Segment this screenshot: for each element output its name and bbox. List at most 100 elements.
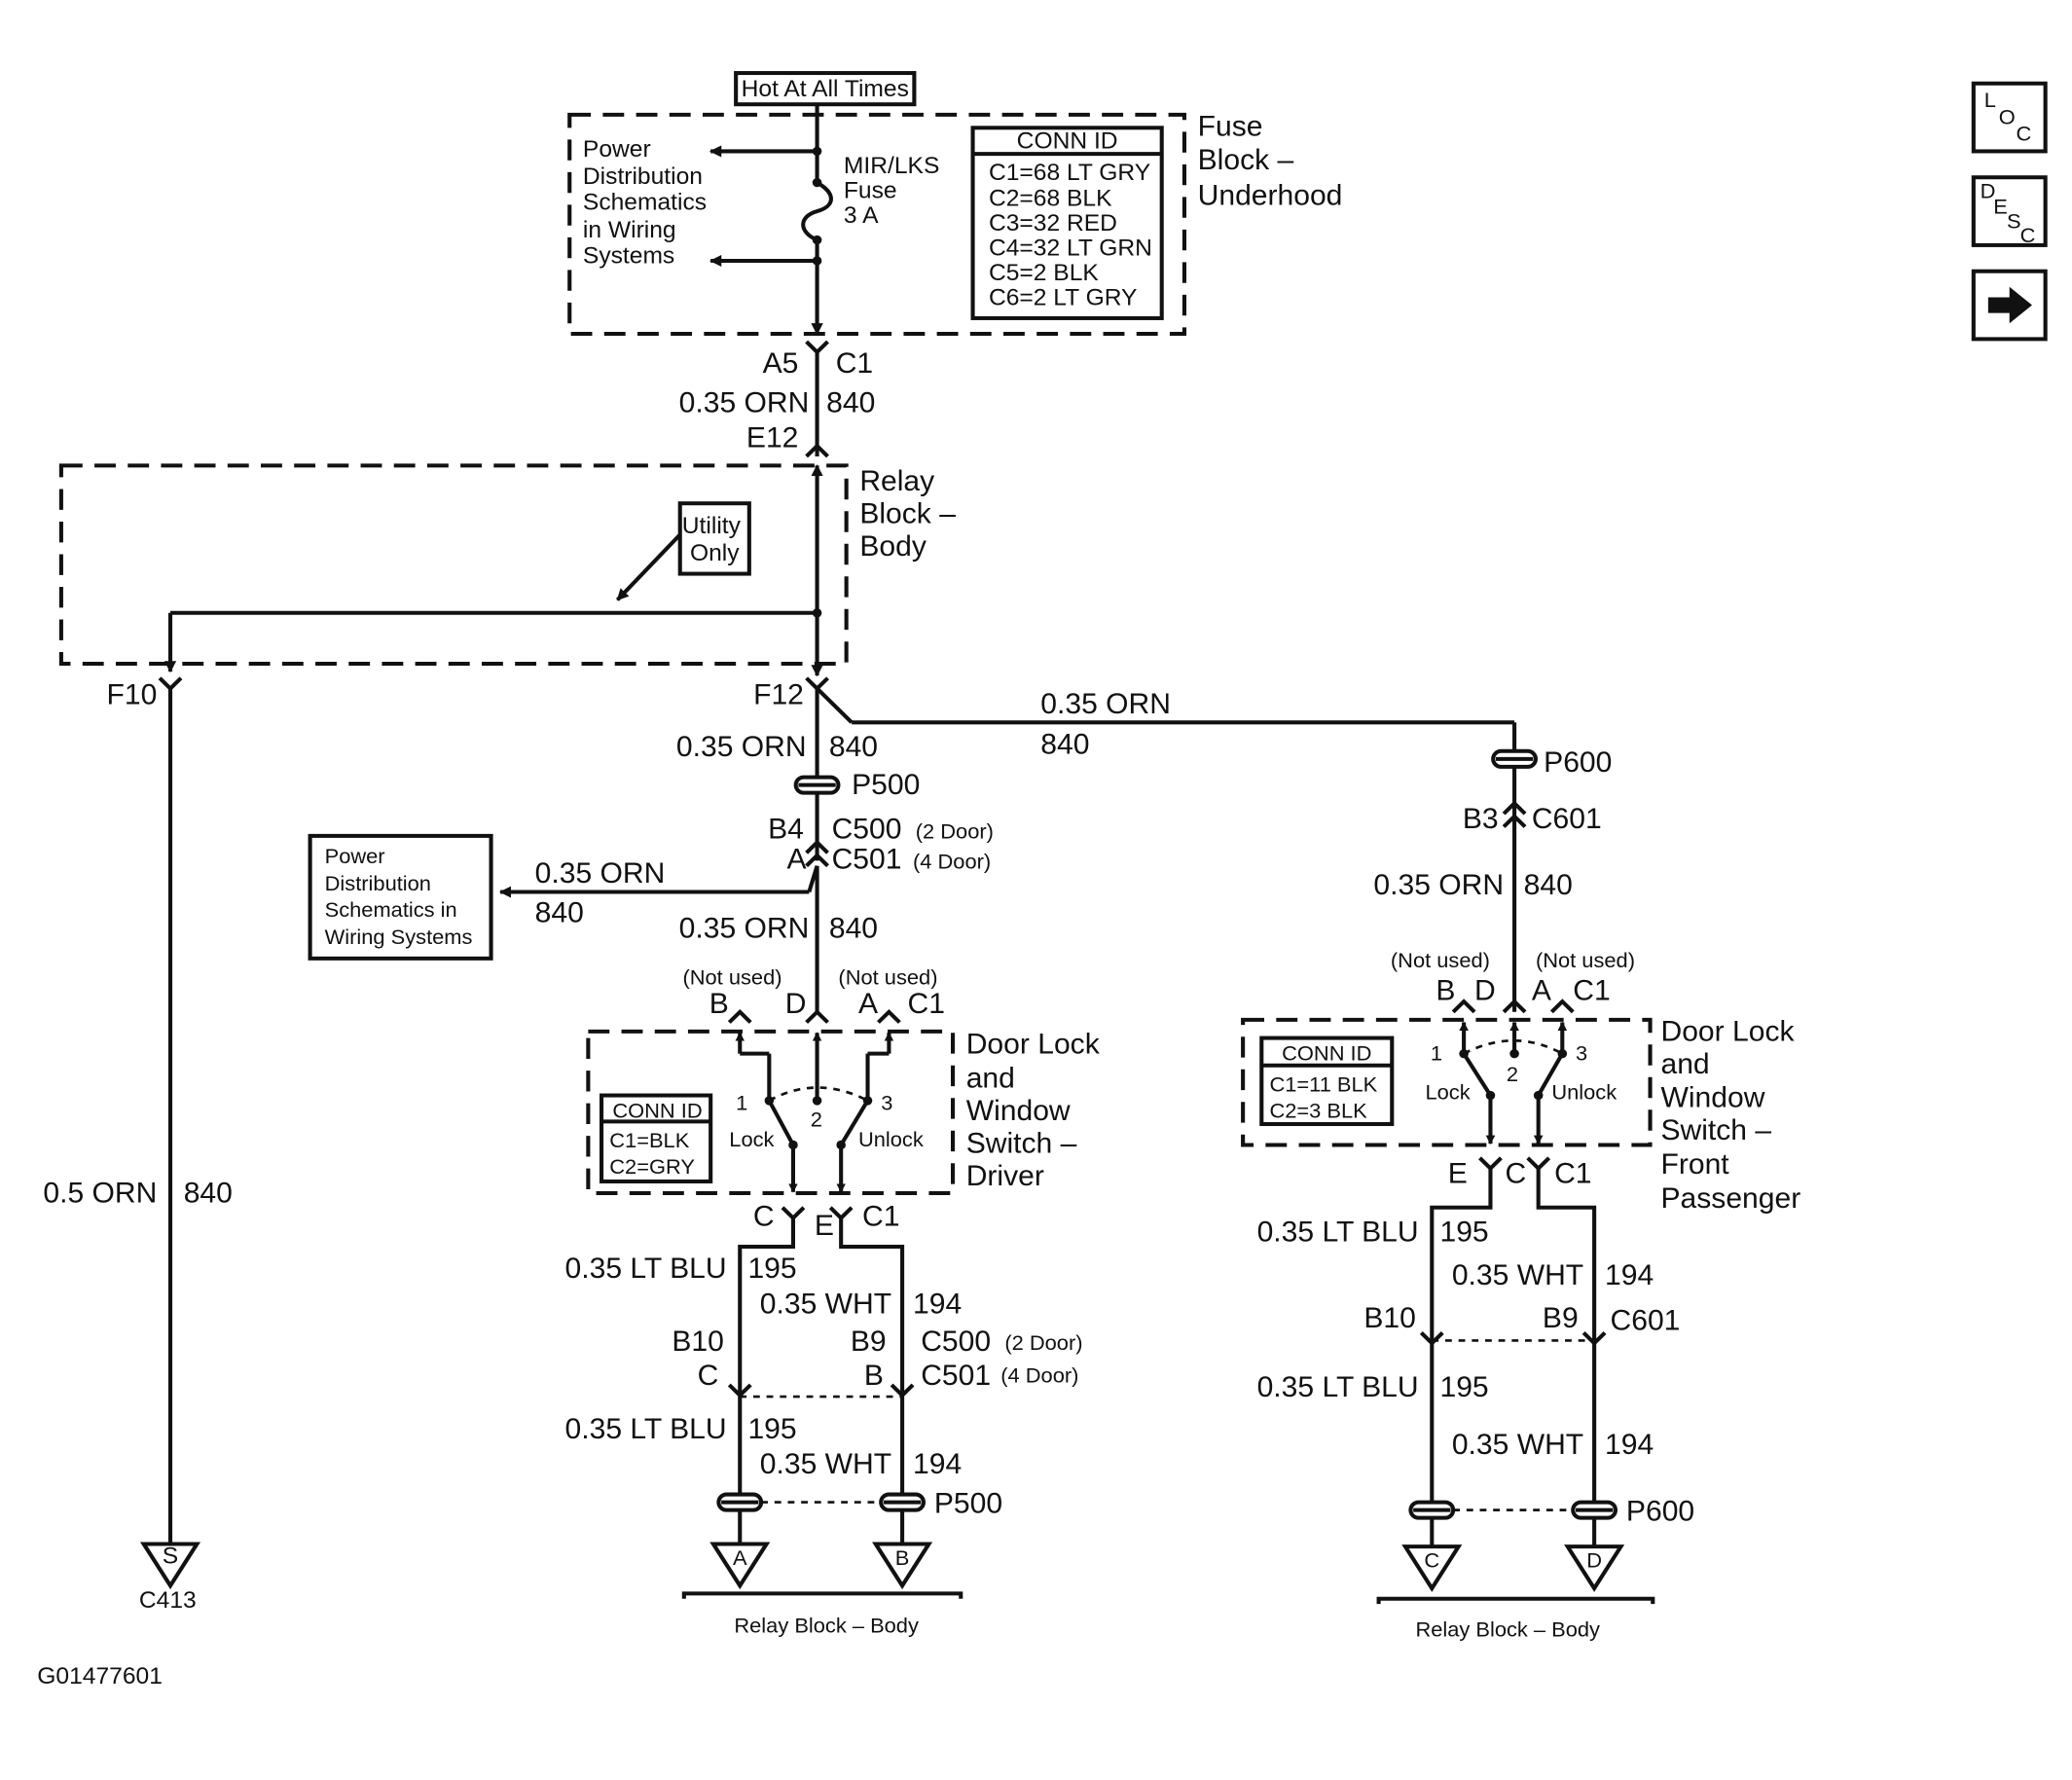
svg-text:(4 Door): (4 Door) [1000, 1363, 1078, 1388]
loc-button[interactable]: L O C [1971, 81, 2048, 154]
svg-text:C: C [2020, 223, 2036, 247]
svg-text:840: 840 [1524, 869, 1573, 901]
next-arrow-button[interactable] [1971, 269, 2048, 342]
svg-text:1: 1 [1431, 1041, 1442, 1066]
svg-text:S: S [163, 1544, 178, 1570]
relay-input-pin: E12 [746, 422, 799, 454]
svg-text:C: C [698, 1360, 719, 1392]
feed-wire-gauge: 0.35 ORN [679, 387, 810, 419]
svg-text:Utility Only: Utility Only [682, 513, 747, 566]
svg-text:Relay Block – Body: Relay Block – Body [1415, 1617, 1600, 1642]
svg-text:P600: P600 [1626, 1496, 1694, 1528]
svg-text:B9: B9 [851, 1326, 887, 1358]
svg-text:0.35 ORN: 0.35 ORN [535, 857, 666, 890]
svg-text:C501: C501 [832, 844, 902, 876]
svg-text:C500: C500 [921, 1326, 991, 1358]
svg-text:0.35 ORN: 0.35 ORN [1040, 688, 1171, 720]
svg-text:840: 840 [1040, 729, 1089, 761]
svg-text:0.35 ORN: 0.35 ORN [679, 913, 810, 945]
svg-text:194: 194 [1605, 1259, 1654, 1291]
svg-text:C1: C1 [862, 1201, 899, 1233]
svg-text:A: A [1532, 975, 1551, 1007]
fuse-output-connector: A5 C1 [763, 340, 873, 380]
svg-text:(Not used): (Not used) [682, 965, 782, 990]
svg-text:A: A [858, 988, 878, 1020]
svg-text:840: 840 [829, 913, 878, 945]
arrow-right-icon [1987, 286, 2032, 324]
svg-text:C: C [753, 1201, 775, 1233]
fuse-label: MIR/LKS Fuse 3 A [844, 153, 946, 229]
svg-text:B10: B10 [1363, 1302, 1416, 1334]
svg-text:A: A [733, 1545, 747, 1570]
driver-power-ref: Power Distribution Schematics in Wiring … [308, 833, 493, 961]
svg-text:0.35 WHT: 0.35 WHT [1452, 1259, 1583, 1291]
relay-block-title: Relay Block – Body [859, 465, 963, 563]
svg-text:C1: C1 [836, 347, 873, 380]
svg-text:Lock: Lock [1425, 1080, 1470, 1105]
svg-text:195: 195 [1439, 1371, 1488, 1403]
svg-text:C601: C601 [1611, 1305, 1681, 1337]
svg-text:840: 840 [829, 731, 878, 763]
fuse-block-title: Fuse Block – Underhood [1198, 111, 1343, 212]
svg-text:0.35 WHT: 0.35 WHT [760, 1289, 891, 1321]
splice-s-symbol [139, 1542, 201, 1590]
svg-text:C1: C1 [908, 988, 945, 1020]
svg-text:(4 Door): (4 Door) [913, 850, 991, 874]
svg-text:C501: C501 [921, 1360, 991, 1392]
fuse-symbol [801, 180, 833, 242]
svg-text:CONN ID: CONN ID [1017, 128, 1118, 155]
svg-text:0.35 WHT: 0.35 WHT [760, 1448, 891, 1480]
hot-at-all-times-text: Hot At All Times [742, 76, 909, 102]
svg-text:0.35 LT BLU: 0.35 LT BLU [1257, 1217, 1419, 1249]
svg-text:D: D [1981, 179, 1996, 203]
svg-text:(2 Door): (2 Door) [1004, 1330, 1082, 1355]
svg-text:C: C [1505, 1158, 1526, 1190]
svg-text:195: 195 [1439, 1217, 1488, 1249]
svg-text:3: 3 [881, 1090, 892, 1114]
fuse-block-power-ref: Power Distribution Schematics in Wiring … [583, 136, 713, 270]
svg-text:0.35 WHT: 0.35 WHT [1452, 1429, 1583, 1461]
svg-text:Power Distribution: Power Distribution Schematics in Wiring … [325, 844, 473, 949]
svg-text:840: 840 [184, 1178, 233, 1210]
svg-text:E: E [1993, 195, 2008, 219]
fuse-block-conn-id: CONN ID C1=68 LT GRY C2=68 BLK C3=32 RED… [970, 126, 1164, 320]
svg-text:2: 2 [1507, 1062, 1518, 1086]
driver-c500-connector: B4 C500 (2 Door) A C501 (4 Door) [768, 814, 994, 875]
driver-conn-id: CONN ID C1=BLK C2=GRY [600, 1093, 713, 1183]
svg-text:C413: C413 [139, 1587, 197, 1614]
svg-text:0.35 LT BLU: 0.35 LT BLU [1257, 1371, 1419, 1403]
svg-text:L: L [1984, 88, 1996, 112]
svg-text:P500: P500 [852, 769, 920, 801]
svg-text:0.35 LT BLU: 0.35 LT BLU [565, 1253, 727, 1285]
svg-text:S: S [2007, 209, 2021, 234]
svg-text:195: 195 [747, 1413, 796, 1445]
svg-text:C1: C1 [1573, 975, 1610, 1007]
svg-text:0.35 ORN: 0.35 ORN [1373, 869, 1504, 901]
svg-text:E: E [1448, 1158, 1468, 1190]
svg-text:Unlock: Unlock [1551, 1080, 1617, 1105]
svg-text:(2 Door): (2 Door) [916, 819, 994, 844]
passenger-conn-id: CONN ID C1=11 BLK C2=3 BLK [1259, 1035, 1395, 1127]
fuse-block-conn-rows: C1=68 LT GRY C2=68 BLK C3=32 RED C4=32 L… [989, 160, 1159, 310]
svg-text:0.5 ORN: 0.5 ORN [43, 1178, 157, 1210]
svg-text:B: B [1436, 975, 1455, 1007]
svg-text:B: B [864, 1360, 884, 1392]
p500-passthrough-top: P500 [793, 769, 920, 801]
svg-text:2: 2 [811, 1108, 822, 1132]
fuse-block-underhood: Fuse Block – Underhood Power Distributio… [567, 111, 1343, 337]
f12-output: F12 0.35 ORN 840 [753, 676, 1517, 761]
svg-text:(Not used): (Not used) [838, 965, 937, 990]
svg-text:C: C [1424, 1548, 1439, 1573]
svg-text:3: 3 [1576, 1041, 1587, 1066]
svg-text:(Not used): (Not used) [1391, 948, 1490, 972]
passenger-switch-title: Door Lock and Window Switch – Front Pass… [1660, 1016, 1801, 1215]
f10-branch: F10 0.5 ORN 840 S C413 [43, 676, 233, 1614]
svg-text:Lock: Lock [729, 1127, 774, 1151]
svg-text:B9: B9 [1543, 1302, 1579, 1334]
svg-text:194: 194 [913, 1289, 962, 1321]
svg-text:C1=BLK C2=GRY: C1=BLK C2=GRY [609, 1128, 695, 1179]
svg-text:194: 194 [913, 1448, 962, 1480]
svg-text:C1=11 BLK C2=3 BLK: C1=11 BLK C2=3 BLK [1269, 1072, 1383, 1123]
desc-button[interactable]: D E S C [1971, 175, 2048, 247]
